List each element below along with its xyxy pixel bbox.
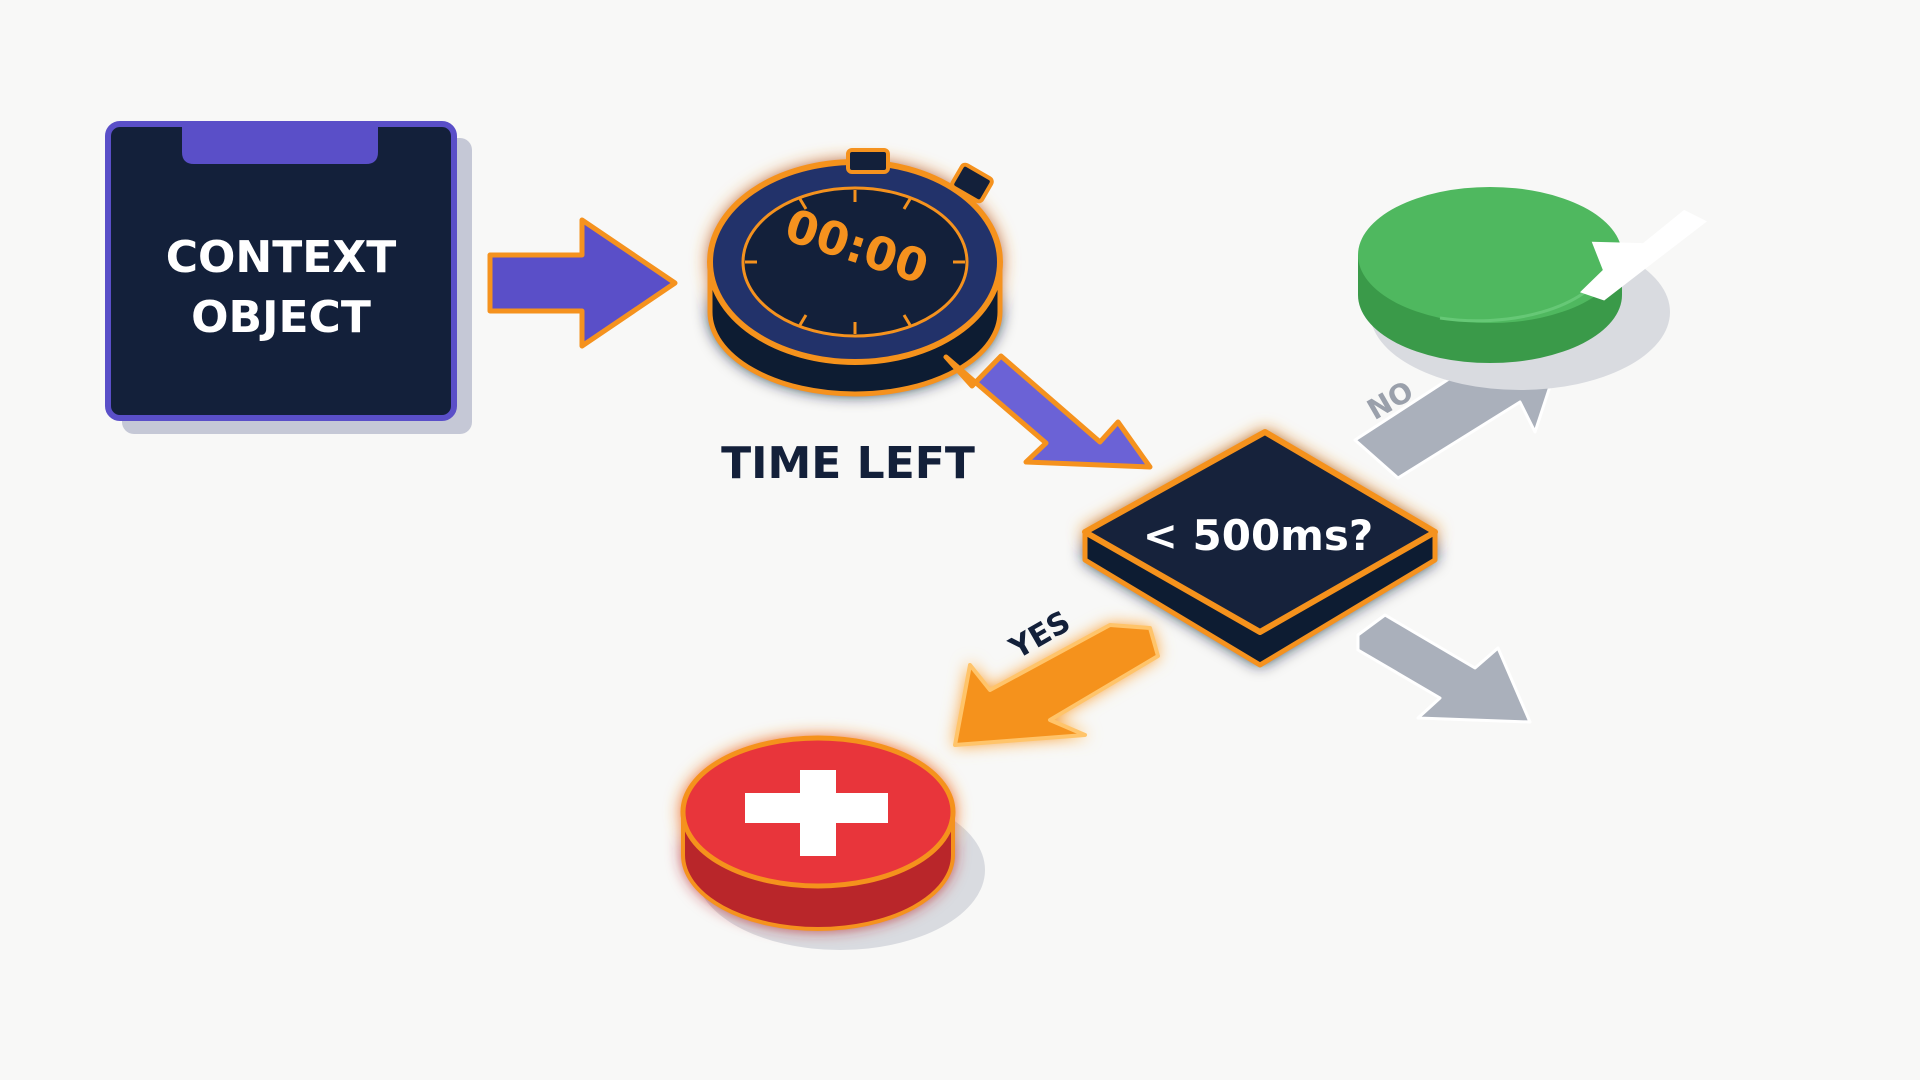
decision-label: < 500ms?	[1143, 511, 1374, 560]
failure-disc	[680, 735, 985, 950]
stopwatch-face	[741, 186, 969, 338]
time-left-caption: TIME LEFT	[721, 438, 975, 489]
plus-icon	[745, 770, 888, 856]
context-label-line2: OBJECT	[191, 292, 371, 343]
arrow-gray-down	[1356, 613, 1532, 724]
success-disc	[1358, 187, 1707, 390]
checkmark-icon	[1579, 209, 1707, 301]
box-tab	[182, 124, 378, 164]
arrow-yes	[953, 623, 1160, 747]
context-label-line1: CONTEXT	[166, 232, 397, 283]
stopwatch: 00:00	[707, 148, 1003, 397]
context-object-box: CONTEXT OBJECT	[105, 121, 472, 434]
decision-diamond: < 500ms?	[1082, 429, 1438, 668]
stopwatch-button	[950, 162, 994, 204]
arrow-to-timer	[487, 217, 678, 349]
stopwatch-crown	[846, 148, 890, 174]
arrow-to-decision	[943, 353, 1153, 470]
